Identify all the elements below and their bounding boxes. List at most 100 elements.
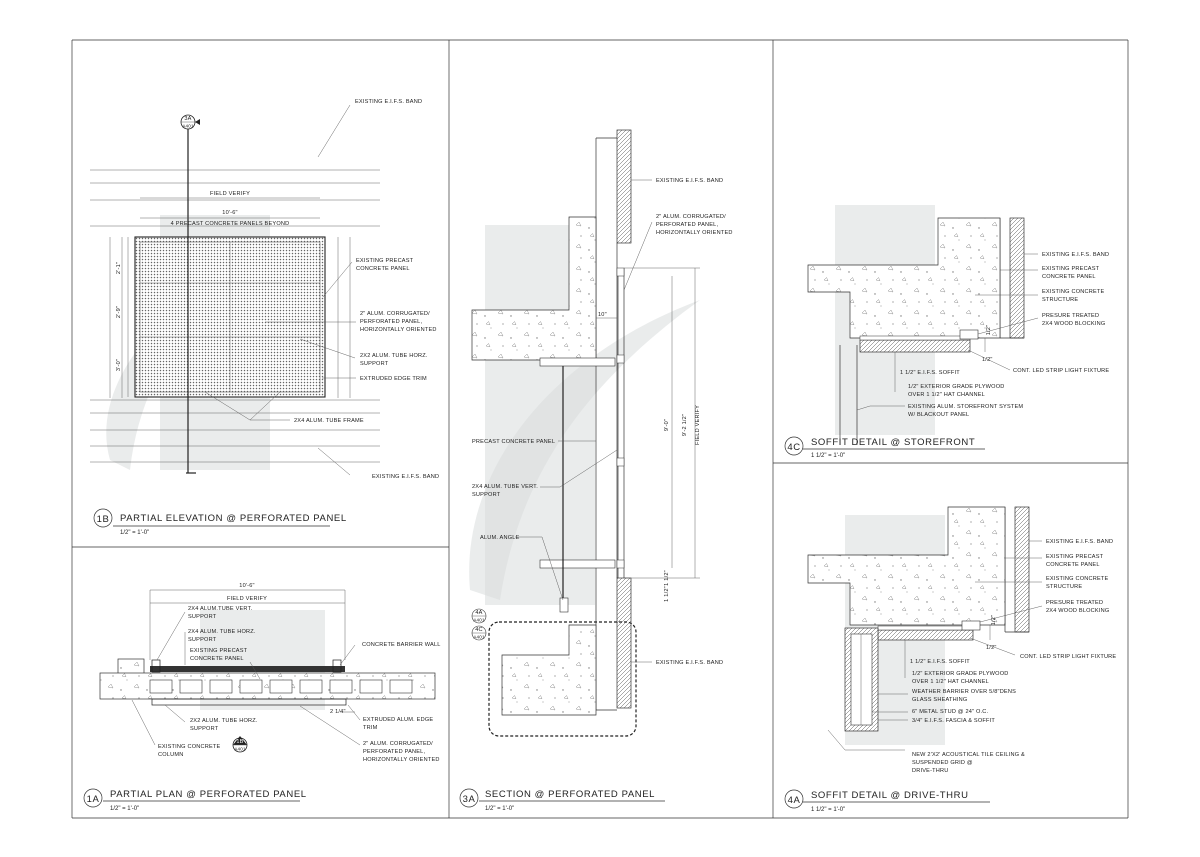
label-eifs-band: EXISTING E.I.F.S. BAND bbox=[1042, 252, 1109, 258]
label-column-1: EXISTING CONCRETE bbox=[158, 744, 221, 750]
dim-field-verify: FIELD VERIFY bbox=[227, 596, 267, 602]
label-2x4-frame: 2X4 ALUM. TUBE FRAME bbox=[294, 418, 364, 424]
dim-10in: 10" bbox=[598, 312, 607, 318]
label-eifs-band-bottom: EXISTING E.I.F.S. BAND bbox=[372, 474, 439, 480]
callout-4c-bottom: A401 bbox=[473, 635, 485, 640]
detail-title: SOFFIT DETAIL @ DRIVE-THRU bbox=[811, 790, 969, 801]
label-corrugated-2: PERFORATED PANEL, bbox=[363, 749, 425, 755]
label-precast-2: CONCRETE PANEL bbox=[190, 656, 244, 662]
label-2x2-1: 2X2 ALUM. TUBE HORZ. bbox=[190, 718, 258, 724]
label-eifs-bottom: EXISTING E.I.F.S. BAND bbox=[656, 660, 723, 666]
label-precast-2: CONCRETE PANEL bbox=[1042, 274, 1096, 280]
label-eifs-soffit: 1 1/2" E.I.F.S. SOFFIT bbox=[900, 370, 960, 376]
label-precast-1: EXISTING PRECAST bbox=[356, 258, 414, 264]
label-fascia: 3/4" E.I.F.S. FASCIA & SOFFIT bbox=[912, 718, 995, 724]
label-barrier-wall: CONCRETE BARRIER WALL bbox=[362, 642, 441, 648]
label-precast-1: EXISTING PRECAST bbox=[1046, 554, 1104, 560]
label-eifs-soffit: 1 1/2" E.I.F.S. SOFFIT bbox=[910, 659, 970, 665]
label-structure-2: STRUCTURE bbox=[1042, 297, 1078, 303]
detail-scale: 1 1/2" = 1'-0" bbox=[811, 453, 845, 459]
label-storefront-1: EXISTING ALUM. STOREFRONT SYSTEM bbox=[908, 404, 1023, 410]
label-metal-stud: 6" METAL STUD @ 24" O.C. bbox=[912, 709, 989, 715]
sheet-frame bbox=[71, 39, 1129, 819]
label-precast-panel: PRECAST CONCRETE PANEL bbox=[472, 439, 555, 445]
label-ceiling-2: SUSPENDED GRID @ bbox=[912, 760, 973, 766]
label-weather-1: WEATHER BARRIER OVER 5/8"DENS bbox=[912, 689, 1016, 695]
label-plywood-2: OVER 1 1/2" HAT CHANNEL bbox=[908, 392, 985, 398]
detail-title: PARTIAL PLAN @ PERFORATED PANEL bbox=[110, 789, 307, 800]
label-structure-1: EXISTING CONCRETE bbox=[1046, 576, 1109, 582]
label-corrugated-2: PERFORATED PANEL, bbox=[360, 319, 422, 325]
detail-scale: 1 1/2" = 1'-0" bbox=[811, 807, 845, 813]
dim-9ft-2: 9'-2 1/2" bbox=[682, 414, 688, 436]
label-2x2-2: SUPPORT bbox=[360, 361, 389, 367]
callout-4c-top: 4C bbox=[475, 627, 483, 633]
dim-panels-beyond: 4 PRECAST CONCRETE PANELS BEYOND bbox=[171, 221, 290, 227]
label-precast-2: CONCRETE PANEL bbox=[356, 266, 410, 272]
detail-number: 1A bbox=[87, 794, 100, 805]
label-corrugated-1: 2" ALUM. CORRUGATED/ bbox=[360, 311, 430, 317]
label-2x4-vert-2: SUPPORT bbox=[472, 492, 501, 498]
detail-1b-elevation: 3A A401 FIELD VERIFY 10'-6" 4 PRECAST CO… bbox=[90, 99, 439, 536]
dim-half-b: 1/2" bbox=[982, 357, 993, 363]
label-storefront-2: W/ BLACKOUT PANEL bbox=[908, 412, 969, 418]
detail-4a-soffit: 1/2" 1/2" EXISTING E.I.F.S. BAND EXISTIN… bbox=[784, 506, 1116, 813]
section-tag-bottom: A401 bbox=[182, 124, 194, 129]
label-led: CONT. LED STRIP LIGHT FIXTURE bbox=[1013, 368, 1109, 374]
label-ceiling-3: DRIVE-THRU bbox=[912, 768, 949, 774]
label-structure-1: EXISTING CONCRETE bbox=[1042, 289, 1105, 295]
detail-number: 3A bbox=[463, 794, 476, 805]
dim-gap: 2 1/4" bbox=[330, 709, 346, 715]
detail-3a-section: 10" 9'-0" 9'-2 1/2" FIELD VERIFY 1 1/2" … bbox=[459, 129, 733, 812]
callout-4a-top: 4A bbox=[475, 610, 482, 616]
detail-scale: 1/2" = 1'-0" bbox=[485, 806, 514, 812]
label-plywood-2: OVER 1 1/2" HAT CHANNEL bbox=[912, 679, 989, 685]
label-precast-1: EXISTING PRECAST bbox=[190, 648, 248, 654]
label-corrugated-2: PERFORATED PANEL, bbox=[656, 222, 718, 228]
dim-half-b: 1/2" bbox=[986, 645, 997, 651]
detail-1a-plan: 10'-6" FIELD VERIFY 2 1/4" 2X4 ALUM.TUBE… bbox=[83, 583, 441, 812]
label-structure-2: STRUCTURE bbox=[1046, 584, 1082, 590]
detail-4c-soffit: 1/2" 1/2" EXISTING E.I.F.S. BAND EXISTIN… bbox=[784, 217, 1109, 459]
label-alum-angle: ALUM. ANGLE bbox=[480, 535, 520, 541]
label-2x2-2: SUPPORT bbox=[190, 726, 219, 732]
label-blocking-2: 2X4 WOOD BLOCKING bbox=[1046, 608, 1109, 614]
label-precast-1: EXISTING PRECAST bbox=[1042, 266, 1100, 272]
label-2x4-horz-1: 2X4 ALUM. TUBE HORZ. bbox=[188, 629, 256, 635]
detail-title: SOFFIT DETAIL @ STOREFRONT bbox=[811, 437, 975, 448]
dim-field-verify: FIELD VERIFY bbox=[210, 191, 250, 197]
label-plywood-1: 1/2" EXTERIOR GRADE PLYWOOD bbox=[908, 384, 1005, 390]
detail-scale: 1/2" = 1'-0" bbox=[110, 806, 139, 812]
label-2x4-vert-1: 2X4 ALUM. TUBE VERT. bbox=[472, 484, 538, 490]
section-tag-top: 3A bbox=[184, 116, 191, 122]
label-precast-2: CONCRETE PANEL bbox=[1046, 562, 1100, 568]
detail-scale: 1/2" = 1'-0" bbox=[120, 530, 149, 536]
dim-half-a: 1/2" bbox=[986, 325, 992, 336]
label-blocking-1: PRESURE TREATED bbox=[1046, 600, 1103, 606]
detail-title: PARTIAL ELEVATION @ PERFORATED PANEL bbox=[120, 513, 347, 524]
label-column-2: COLUMN bbox=[158, 752, 183, 758]
label-2x4-vert-2: SUPPORT bbox=[188, 614, 217, 620]
label-plywood-1: 1/2" EXTERIOR GRADE PLYWOOD bbox=[912, 671, 1009, 677]
label-edge-trim-1: EXTRUDED ALUM. EDGE bbox=[363, 717, 433, 723]
dim-width: 10'-6" bbox=[239, 583, 254, 589]
label-2x4-vert-1: 2X4 ALUM.TUBE VERT. bbox=[188, 606, 253, 612]
label-edge-trim: EXTRUDED EDGE TRIM bbox=[360, 376, 427, 382]
callout-4a-bottom: A401 bbox=[473, 618, 485, 623]
dim-height-2: 2'-9" bbox=[116, 306, 122, 318]
label-ceiling-1: NEW 2'X2' ACOUSTICAL TILE CEILING & bbox=[912, 752, 1025, 758]
label-blocking-1: PRESURE TREATED bbox=[1042, 313, 1099, 319]
label-corrugated-3: HORIZONTALLY ORIENTED bbox=[363, 757, 440, 763]
plan-tag-bottom: A401 bbox=[234, 747, 246, 752]
dim-1half-b: 1 1/2" bbox=[664, 586, 670, 602]
label-2x2-1: 2X2 ALUM. TUBE HORZ. bbox=[360, 353, 428, 359]
dim-height-3: 3'-0" bbox=[116, 359, 122, 371]
detail-title: SECTION @ PERFORATED PANEL bbox=[485, 789, 655, 800]
dim-half-a: 1/2" bbox=[991, 615, 997, 626]
dim-width: 10'-6" bbox=[222, 210, 237, 216]
detail-number: 4C bbox=[787, 442, 800, 453]
label-blocking-2: 2X4 WOOD BLOCKING bbox=[1042, 321, 1105, 327]
label-eifs-top: EXISTING E.I.F.S. BAND bbox=[656, 178, 723, 184]
label-corrugated-3: HORIZONTALLY ORIENTED bbox=[656, 230, 733, 236]
